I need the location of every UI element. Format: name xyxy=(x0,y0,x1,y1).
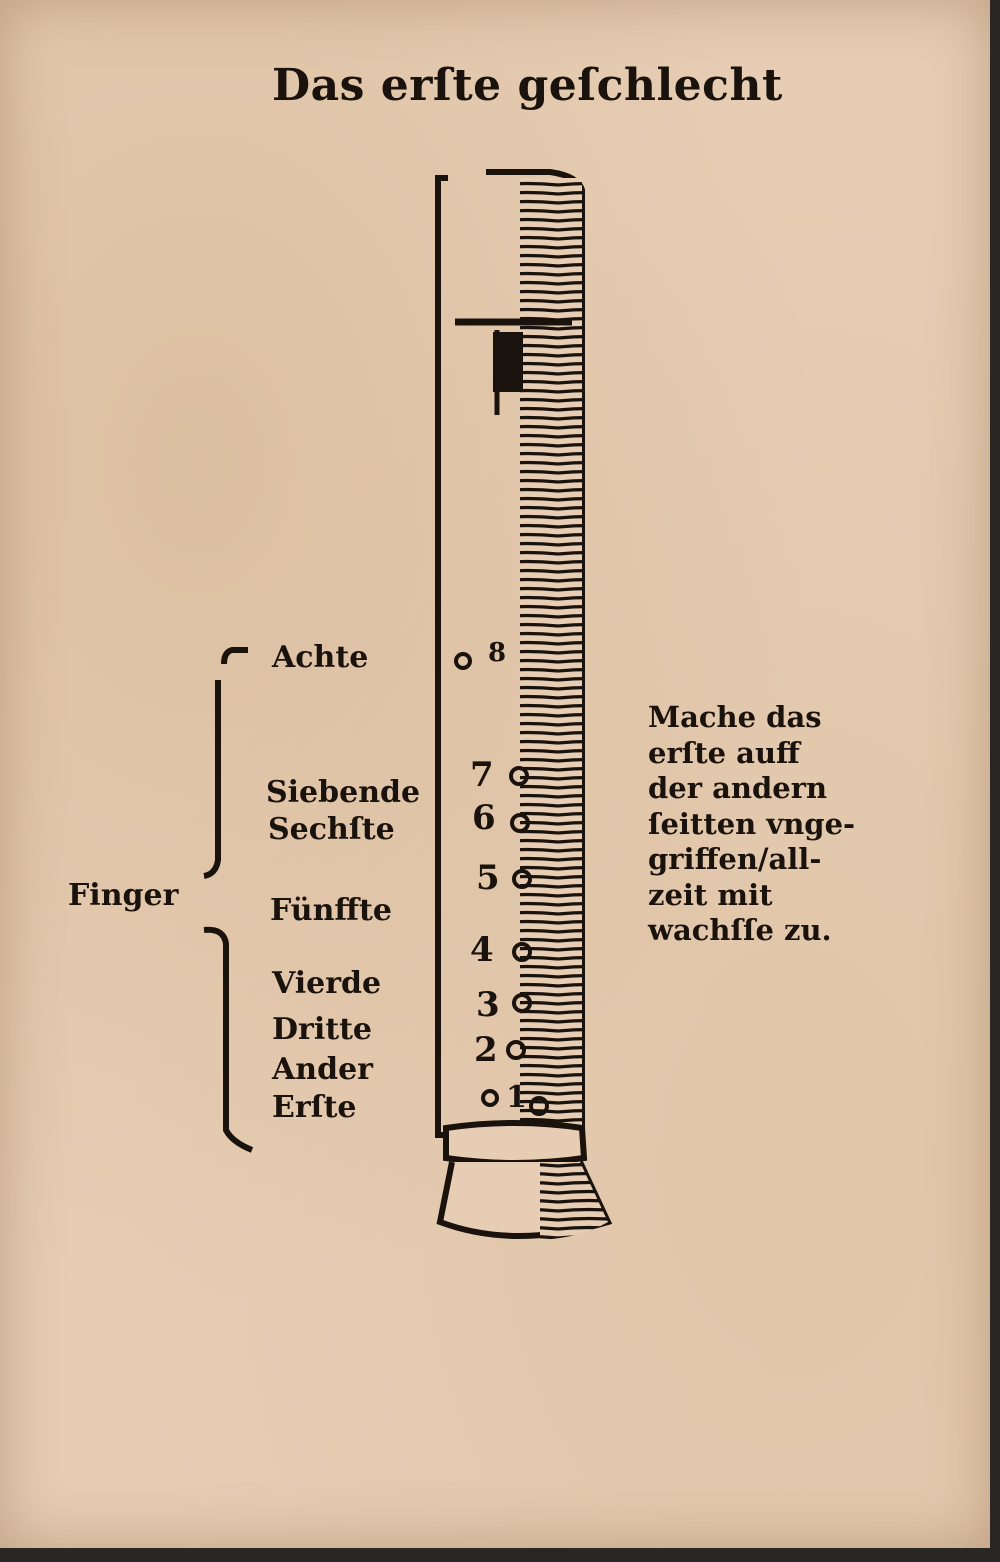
instruction-line: zeit mit xyxy=(648,877,773,912)
hole-label-vierde: Vierde xyxy=(272,966,382,1001)
hole-label-erste: Erſte xyxy=(272,1090,357,1125)
hole-number-4: 4 xyxy=(470,930,494,970)
hole-label-sechste: Sechſte xyxy=(268,812,395,847)
hole-number-8: 8 xyxy=(488,638,507,668)
hole-number-3: 3 xyxy=(476,985,500,1025)
hole-label-achte: Achte xyxy=(272,640,369,675)
hole-number-7: 7 xyxy=(470,755,494,795)
instruction-note: Mache das erſte auff der andern ſeitten … xyxy=(648,700,878,949)
brackets xyxy=(203,647,254,1153)
page-title: Das erſte geſchlecht xyxy=(272,60,783,111)
hole-number-6: 6 xyxy=(472,798,496,838)
hole-number-2: 2 xyxy=(474,1030,498,1070)
hole-label-dritte: Dritte xyxy=(272,1012,373,1047)
instruction-line: der andern xyxy=(648,771,828,805)
hole-label-ander: Ander xyxy=(272,1052,373,1087)
finger-holes xyxy=(454,652,549,1116)
hole-number-1: 1 xyxy=(506,1080,527,1115)
hole-label-fuenffte: Fünffte xyxy=(270,893,392,928)
instruction-line: wachſſe zu. xyxy=(648,913,832,947)
instruction-line: griffen/all- xyxy=(648,842,822,876)
hole-label-siebende: Siebende xyxy=(266,775,421,810)
instruction-line: ſeitten vnge- xyxy=(648,806,856,841)
hole-number-5: 5 xyxy=(476,858,500,898)
instruction-line: erſte auff xyxy=(648,735,800,770)
recorder-body xyxy=(435,169,613,1240)
instruction-line: Mache das xyxy=(648,700,822,734)
finger-label: Finger xyxy=(68,878,179,913)
